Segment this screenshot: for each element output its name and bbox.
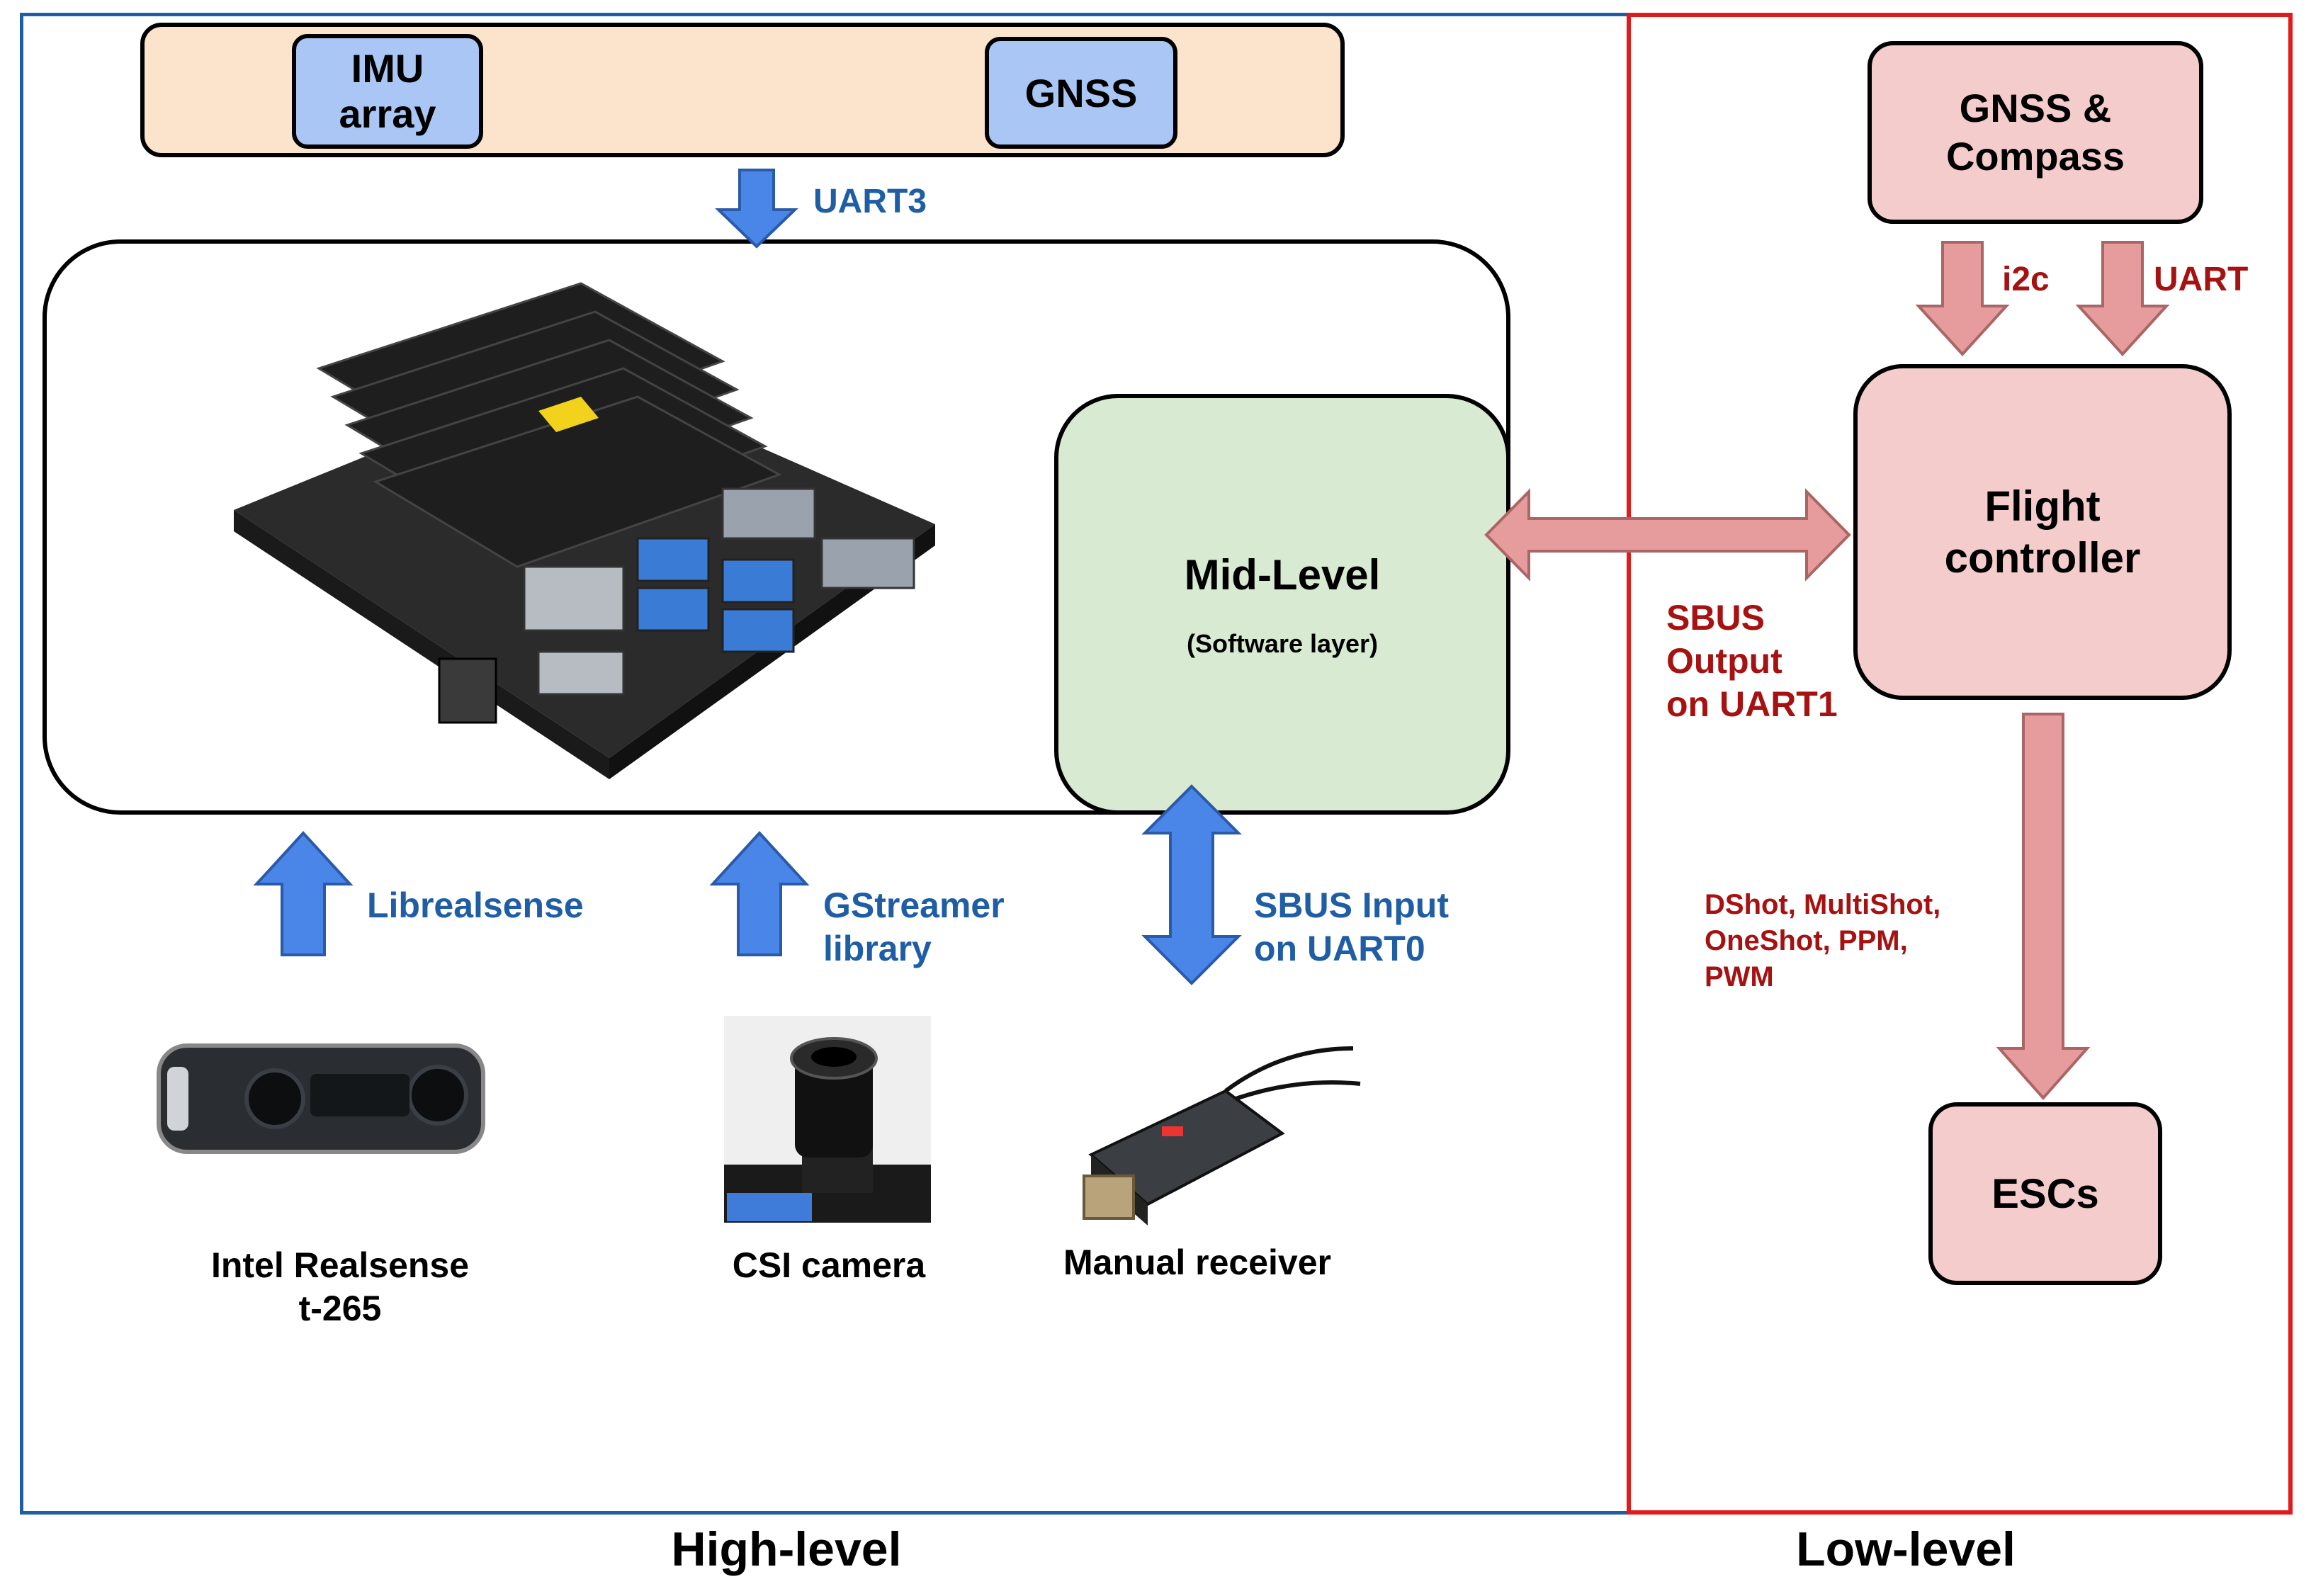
i2c-label: i2c	[2002, 261, 2050, 298]
csi-camera-image	[724, 1016, 931, 1223]
jetson-board-image	[234, 282, 935, 779]
imu-array-block: IMU array	[292, 34, 483, 149]
sbus-input-label: SBUS Input on UART0	[1254, 885, 1449, 968]
flight-controller-label: Flight controller	[1944, 482, 2141, 582]
mid-level-title: Mid-Level	[1184, 550, 1381, 599]
uart-label: UART	[2154, 261, 2249, 298]
gnss-label: GNSS	[1024, 70, 1138, 115]
gnss-compass-block: GNSS & Compass	[1868, 41, 2203, 224]
uart3-arrow	[715, 169, 798, 249]
manual-receiver-image	[1083, 1046, 1361, 1226]
gstreamer-label: GStreamer library	[823, 885, 1005, 968]
sbus-output-label: SBUS Output on UART1	[1666, 598, 1838, 724]
gnss-block: GNSS	[985, 37, 1177, 149]
librealsense-label: Librealsense	[367, 885, 584, 925]
low-level-region	[1627, 13, 2293, 1515]
librealsense-arrow	[253, 831, 354, 956]
uart3-label: UART3	[813, 183, 927, 220]
esc-protocols-label: DShot, MultiShot, OneShot, PPM, PWM	[1705, 889, 1941, 993]
low-level-caption: Low-level	[1796, 1522, 2016, 1576]
escs-block: ESCs	[1928, 1102, 2162, 1285]
gstreamer-arrow	[709, 831, 810, 956]
flight-controller-block: Flight controller	[1853, 364, 2232, 700]
sbus-input-arrow	[1141, 784, 1242, 985]
sbus-output-arrow	[1484, 488, 1851, 582]
high-level-caption: High-level	[671, 1522, 902, 1576]
gnss-compass-label: GNSS & Compass	[1945, 85, 2125, 179]
esc-protocol-arrow	[1996, 713, 2091, 1101]
mid-level-block: Mid-Level (Software layer)	[1054, 394, 1510, 815]
i2c-arrow	[1915, 241, 2010, 356]
imu-array-label: IMU array	[339, 45, 436, 136]
csi-camera-label: CSI camera	[732, 1245, 926, 1285]
mid-level-subtitle: (Software layer)	[1186, 628, 1379, 658]
escs-label: ESCs	[1991, 1170, 2099, 1217]
manual-receiver-label: Manual receiver	[1063, 1243, 1331, 1282]
realsense-label: Intel Realsense t-265	[210, 1245, 470, 1328]
uart-arrow	[2075, 241, 2170, 356]
realsense-camera-image	[157, 1043, 485, 1154]
